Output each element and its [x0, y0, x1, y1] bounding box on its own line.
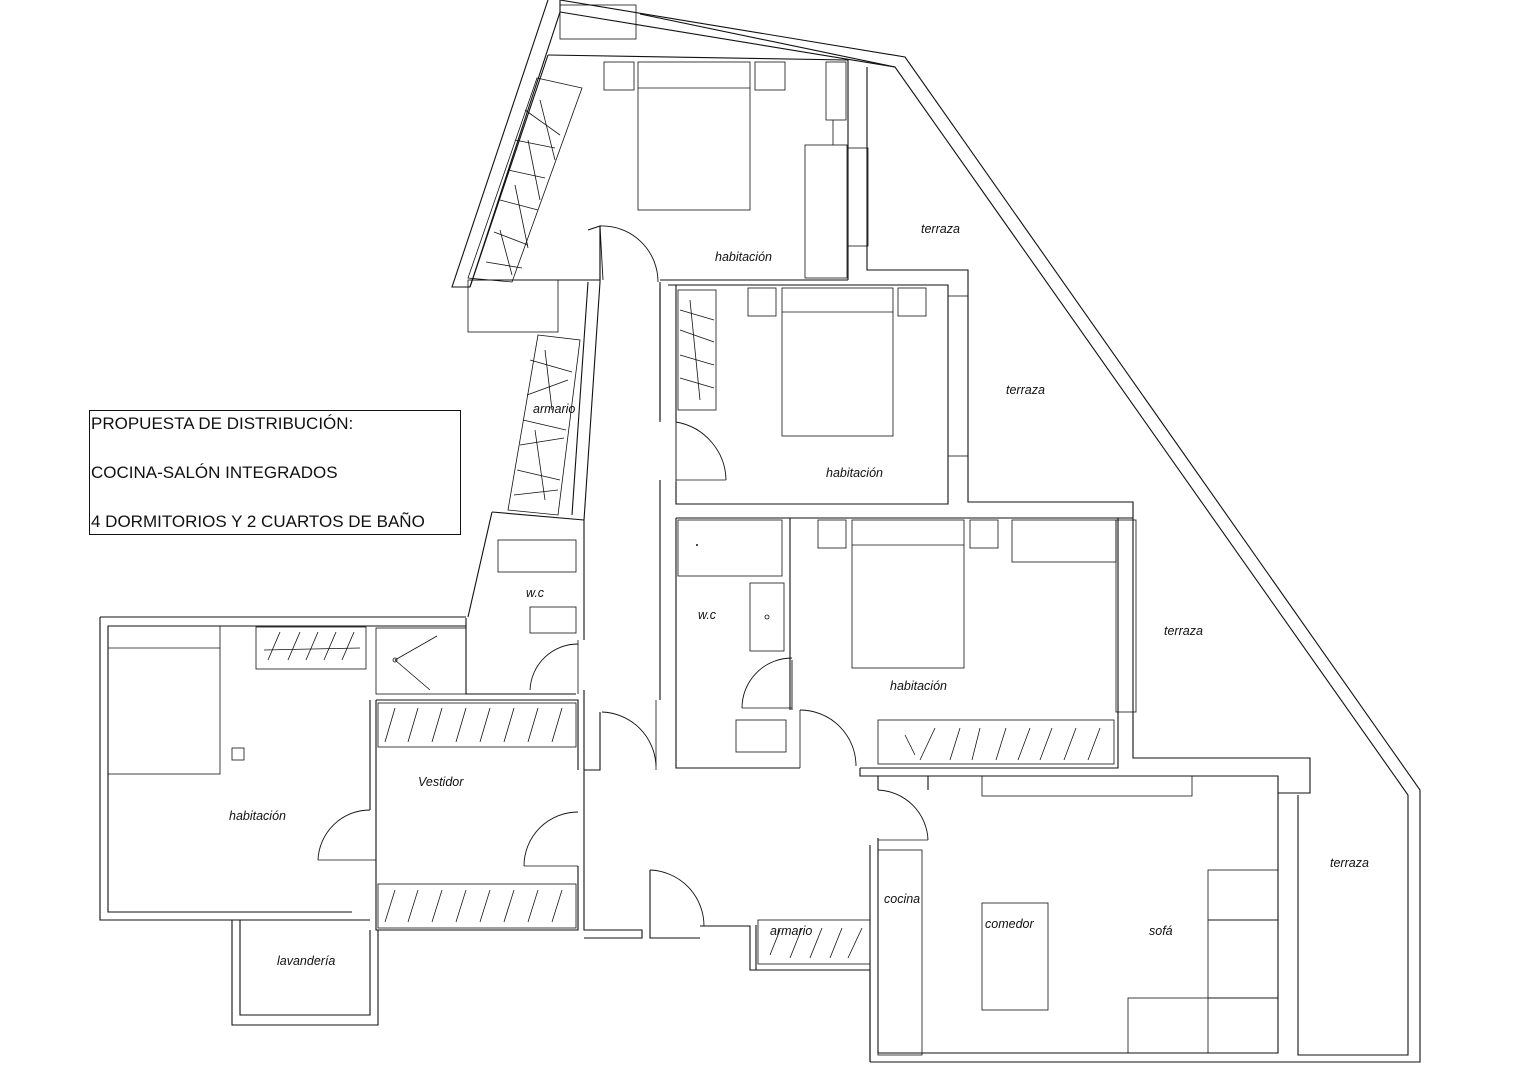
label-terrace-2: terraza — [1006, 383, 1045, 397]
label-dressing-room: Vestidor — [418, 775, 464, 789]
label-bedroom-upper-right: habitación — [826, 466, 883, 480]
bedroom-left — [99, 616, 579, 1026]
legend-line-1: COCINA-SALÓN INTEGRADOS — [91, 463, 338, 482]
kitchen-living — [869, 775, 1279, 1062]
label-bedroom-middle-right: habitación — [890, 679, 947, 693]
room-labels: habitación terraza terraza habitación ar… — [229, 222, 1369, 968]
label-dining: comedor — [985, 917, 1034, 931]
label-wc-right: w.c — [698, 608, 717, 622]
label-bedroom-top: habitación — [715, 250, 772, 264]
wc-left — [465, 511, 585, 695]
bedroom-upper-right — [659, 284, 969, 505]
bedroom-top — [467, 54, 869, 288]
label-kitchen: cocina — [884, 892, 920, 906]
label-bedroom-left: habitación — [229, 809, 286, 823]
label-sofa: sofá — [1149, 924, 1173, 938]
terrace-perimeter — [451, 0, 1421, 1063]
central-hall — [583, 225, 879, 1062]
label-terrace-3: terraza — [1164, 624, 1203, 638]
label-terrace-4: terraza — [1330, 856, 1369, 870]
label-terrace-1: terraza — [921, 222, 960, 236]
label-laundry: lavandería — [277, 954, 335, 968]
label-wardrobe-hall: armario — [770, 924, 812, 938]
label-wc-left: w.c — [526, 586, 545, 600]
legend-line-2: 4 DORMITORIOS Y 2 CUARTOS DE BAÑO — [91, 512, 425, 531]
legend-box: PROPUESTA DE DISTRIBUCIÓN: COCINA-SALÓN … — [89, 410, 461, 535]
legend-title: PROPUESTA DE DISTRIBUCIÓN: — [91, 414, 354, 433]
label-wardrobe-corridor: armario — [533, 402, 575, 416]
corridor-wardrobe — [467, 279, 601, 521]
bedroom-middle-right — [675, 517, 1137, 769]
